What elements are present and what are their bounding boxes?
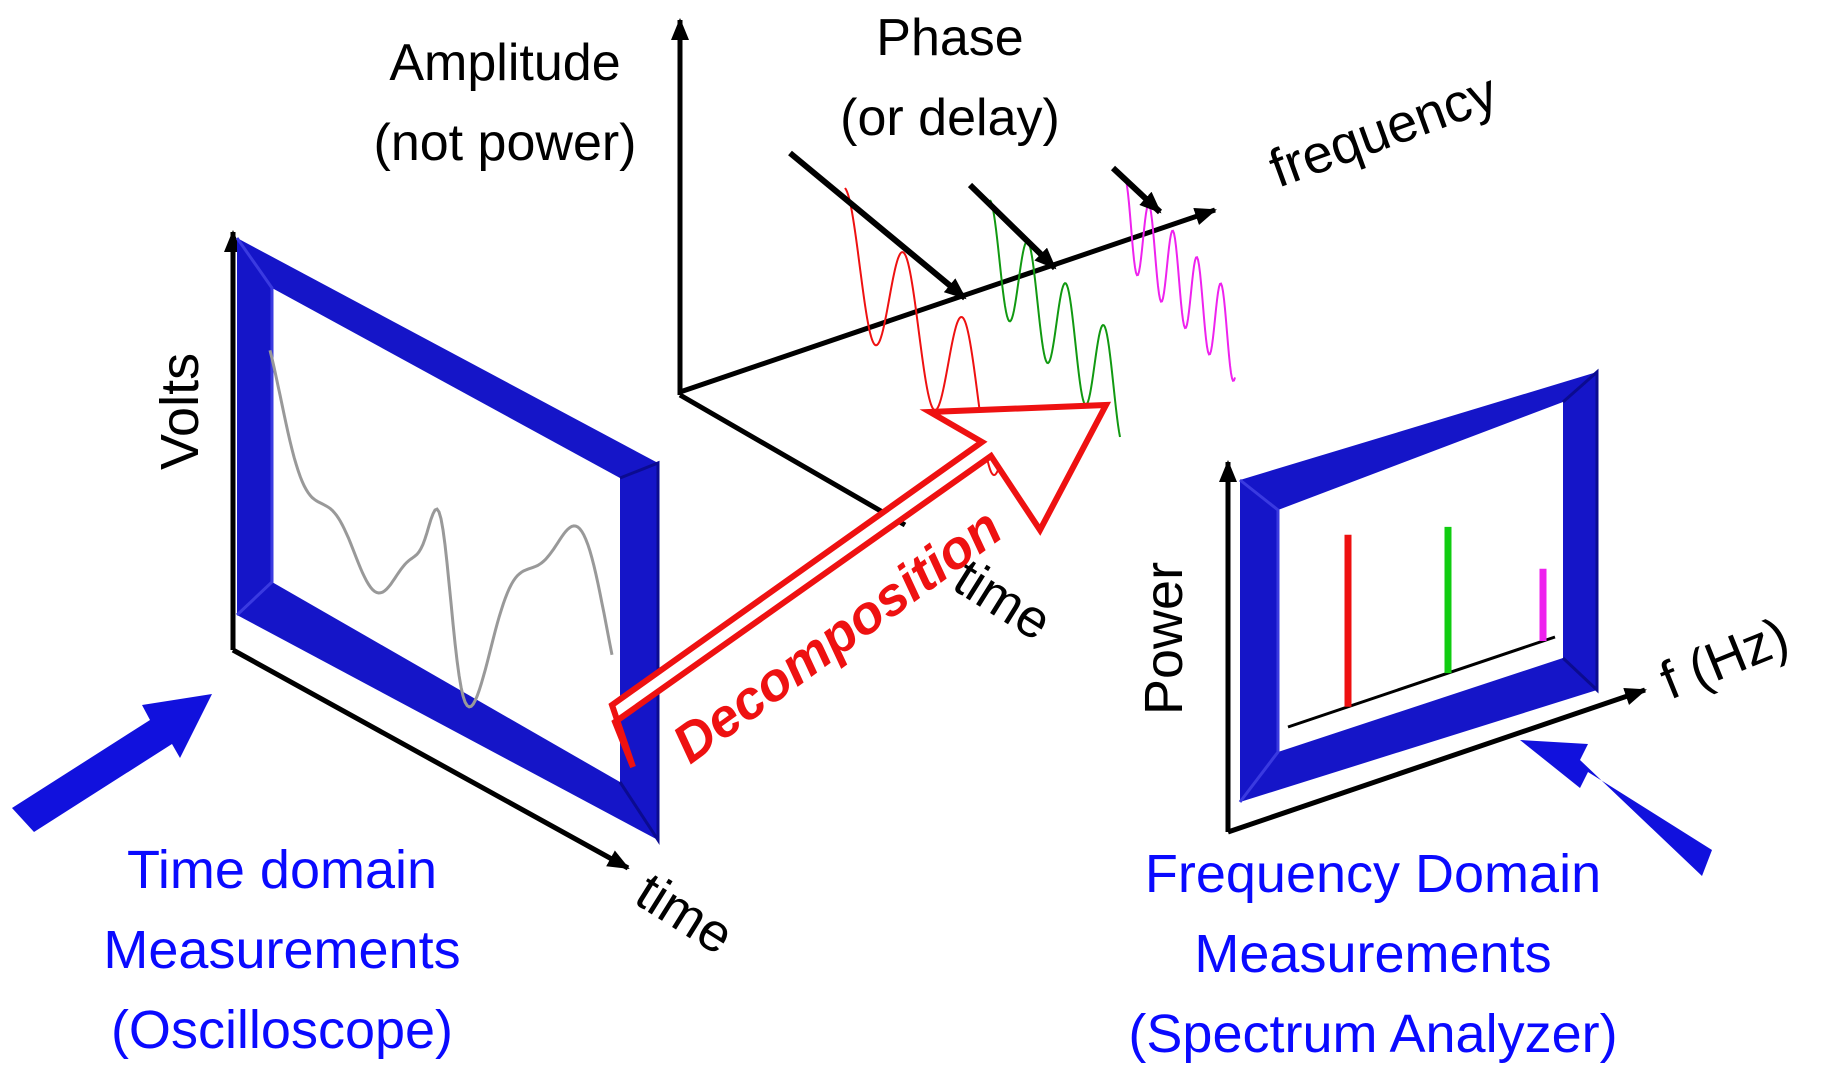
scope-time-axis <box>231 647 630 871</box>
frequency-axis <box>679 207 1217 395</box>
oscilloscope-screen <box>224 230 660 871</box>
scope-time-axis-label: time <box>626 861 744 966</box>
time-domain-pointer-arrow-icon <box>12 694 212 832</box>
time-domain-caption-1: Time domain <box>127 840 437 900</box>
axes-3d <box>671 18 1217 528</box>
frequency-axis-label: frequency <box>1262 62 1505 199</box>
phase-pointer-magenta <box>1110 165 1163 215</box>
decomposition-arrow-shape <box>608 401 1112 769</box>
spectrum-frame-edge-highlight <box>1238 478 1280 803</box>
phase-pointer-green <box>967 182 1058 271</box>
phase-label-sub: (or delay) <box>840 89 1060 147</box>
time-domain-caption-2: Measurements <box>103 920 460 980</box>
freq-axis-hz <box>1227 687 1647 835</box>
spectral-lines <box>1344 526 1547 707</box>
time-domain-caption-3: (Oscilloscope) <box>111 1000 453 1060</box>
phase-pointers <box>788 150 1163 301</box>
freq-domain-pointer-arrow-icon <box>1520 740 1712 876</box>
freq-domain-caption-2: Measurements <box>1194 924 1551 984</box>
time-axis-3d <box>678 392 907 528</box>
freq-axis-hz-label: f (Hz) <box>1652 606 1797 711</box>
spectrum-analyzer-screen <box>1219 368 1647 835</box>
amplitude-label-sub: (not power) <box>374 114 637 172</box>
scope-frame-inner <box>272 288 620 782</box>
phase-pointer-red <box>788 150 967 301</box>
spectrum-baseline <box>1287 635 1556 729</box>
freq-domain-caption-1: Frequency Domain <box>1145 844 1601 904</box>
scope-frame-edge-highlight <box>235 237 274 617</box>
waveform-trace <box>268 349 614 709</box>
component-wave-magenta <box>1124 177 1236 383</box>
volts-axis-label: Volts <box>150 353 210 470</box>
freq-domain-caption-3: (Spectrum Analyzer) <box>1128 1004 1617 1064</box>
caption-labels: Time domain Measurements (Oscilloscope) … <box>103 840 1617 1064</box>
power-axis-label: Power <box>1134 562 1194 715</box>
phase-label: Phase <box>876 9 1023 67</box>
amplitude-label: Amplitude <box>389 34 620 92</box>
spectrum-frame-edge-shadow <box>1561 368 1599 694</box>
component-wave-green <box>989 199 1121 438</box>
scope-frame-edge-shadow <box>618 460 660 846</box>
